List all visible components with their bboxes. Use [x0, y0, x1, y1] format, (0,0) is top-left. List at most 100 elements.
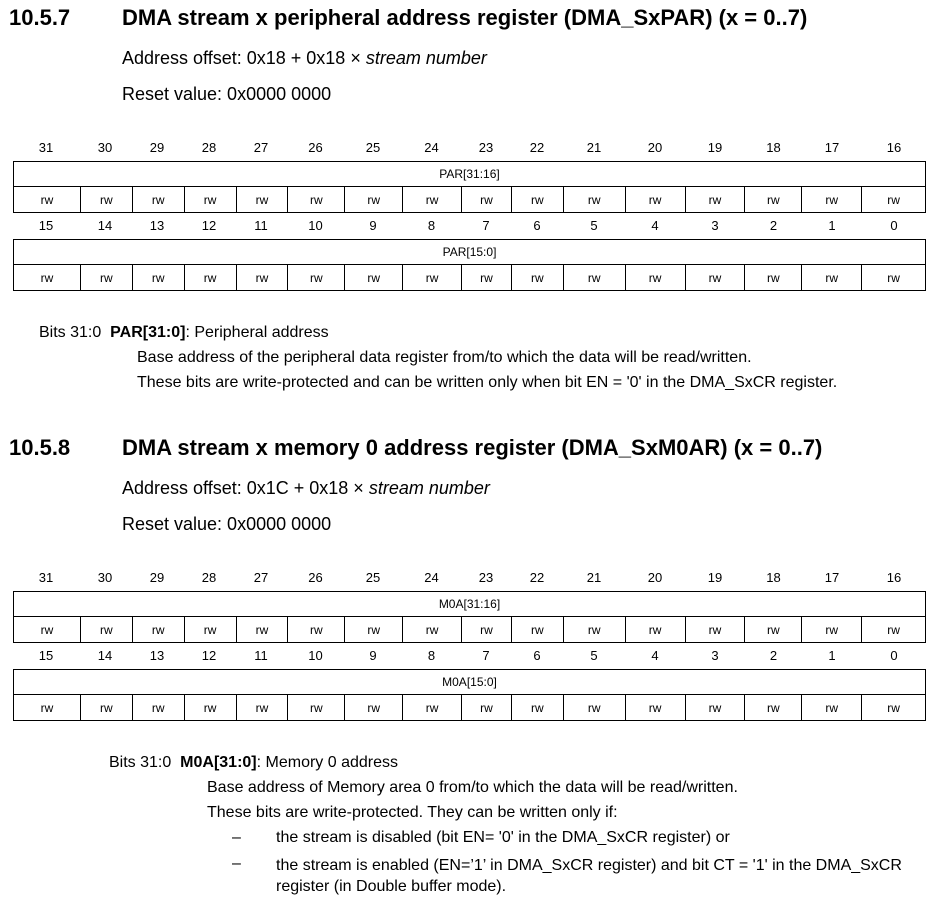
bit-number: 4: [651, 218, 659, 233]
bullet-item: the stream is disabled (bit EN= '0' in t…: [276, 829, 730, 846]
bit-number: 19: [707, 570, 723, 585]
access-cell: rw: [510, 187, 563, 212]
address-offset: Address offset: 0x1C + 0x18 × stream num…: [122, 478, 490, 499]
section-number: 10.5.7: [9, 5, 71, 30]
access-cell: rw: [79, 265, 132, 290]
bit-number: 16: [886, 570, 902, 585]
access-cell: rw: [235, 617, 288, 642]
bit-number: 27: [253, 140, 269, 155]
access-cell: rw: [287, 265, 344, 290]
bit-number: 9: [369, 218, 377, 233]
access-cell: rw: [801, 187, 861, 212]
bit-number: 15: [38, 648, 54, 663]
bit-number: 11: [254, 648, 268, 663]
access-cell: rw: [131, 695, 184, 720]
access-cell: rw: [40, 700, 54, 715]
access-cell: rw: [131, 265, 184, 290]
access-cell: rw: [40, 270, 54, 285]
bit-number: 2: [769, 648, 778, 663]
bit-number: 31: [38, 570, 54, 585]
bit-number: 30: [97, 570, 113, 585]
access-cell: rw: [79, 695, 132, 720]
bullet-dash: –: [232, 855, 241, 872]
register-field-low: PAR[15:0]: [14, 240, 925, 265]
access-cell: rw: [235, 695, 288, 720]
bit-number: 26: [308, 140, 323, 155]
reset-value: Reset value: 0x0000 0000: [122, 84, 332, 104]
bit-number: 26: [308, 570, 323, 585]
bit-number: 5: [590, 648, 598, 663]
access-cell: rw: [235, 265, 288, 290]
field-name: PAR[31:0]: [110, 324, 186, 341]
access-cell: rw: [287, 617, 344, 642]
bit-number: 23: [478, 570, 494, 585]
bit-number: 0: [890, 648, 898, 663]
access-cell: rw: [183, 187, 236, 212]
bit-number: 12: [201, 218, 217, 233]
bit-number: 20: [647, 140, 663, 155]
access-cell: rw: [461, 695, 511, 720]
bit-number: 11: [254, 218, 268, 233]
description-line: Base address of Memory area 0 from/to wh…: [207, 779, 738, 796]
bit-number: 6: [533, 218, 541, 233]
bit-number: 14: [97, 218, 113, 233]
description-line: Base address of the peripheral data regi…: [137, 349, 752, 366]
access-cell: rw: [861, 187, 925, 212]
bit-number: 8: [427, 648, 436, 663]
access-cell: rw: [344, 695, 402, 720]
bit-number: 19: [707, 140, 723, 155]
bit-number: 13: [149, 648, 165, 663]
bits-description-header: Bits 31:0 PAR[31:0]: Peripheral address: [39, 324, 329, 342]
bit-number: 8: [427, 218, 436, 233]
access-cell: rw: [131, 617, 184, 642]
access-cell: rw: [801, 617, 861, 642]
access-cell: rw: [344, 617, 402, 642]
access-cell: rw: [344, 187, 402, 212]
bit-number: 24: [424, 140, 439, 155]
bit-number: 12: [201, 648, 217, 663]
bit-number: 2: [769, 218, 778, 233]
field-description: : Memory 0 address: [256, 754, 399, 771]
register-field-low: M0A[15:0]: [14, 670, 925, 695]
access-cell: rw: [624, 695, 685, 720]
reset-value: Reset value: 0x0000 0000: [122, 514, 332, 534]
description-line: These bits are write-protected. They can…: [207, 804, 618, 821]
access-cell: rw: [510, 617, 563, 642]
bit-number: 3: [711, 218, 719, 233]
access-cell: rw: [40, 622, 54, 637]
access-cell: rw: [624, 265, 685, 290]
register-field-high: M0A[31:16]: [14, 592, 925, 617]
access-cell: rw: [744, 265, 801, 290]
access-cell: rw: [624, 617, 685, 642]
bit-number: 17: [824, 140, 840, 155]
bit-number: 9: [369, 648, 377, 663]
access-cell: rw: [801, 265, 861, 290]
access-cell: rw: [861, 695, 925, 720]
access-cell: rw: [402, 265, 461, 290]
section-number: 10.5.8: [9, 435, 71, 460]
bit-number: 20: [647, 570, 663, 585]
description-line: These bits are write-protected and can b…: [137, 374, 838, 391]
access-cell: rw: [40, 192, 54, 207]
access-cell: rw: [562, 617, 625, 642]
bit-number: 24: [424, 570, 439, 585]
access-cell: rw: [402, 617, 461, 642]
access-cell: rw: [562, 265, 625, 290]
field-name: M0A[31:0]: [180, 754, 257, 771]
address-offset: Address offset: 0x18 + 0x18 × stream num…: [122, 48, 487, 69]
bit-number: 28: [201, 570, 217, 585]
bit-number: 23: [478, 140, 494, 155]
bit-number: 28: [201, 140, 217, 155]
address-offset-italic: stream number: [365, 48, 487, 68]
access-cell: rw: [183, 265, 236, 290]
bit-number: 10: [308, 218, 323, 233]
bits-description-header: Bits 31:0 M0A[31:0]: Memory 0 address: [109, 754, 398, 772]
bit-number: 3: [711, 648, 719, 663]
access-cell: rw: [744, 617, 801, 642]
bit-number: 7: [482, 218, 490, 233]
access-cell: rw: [684, 265, 745, 290]
